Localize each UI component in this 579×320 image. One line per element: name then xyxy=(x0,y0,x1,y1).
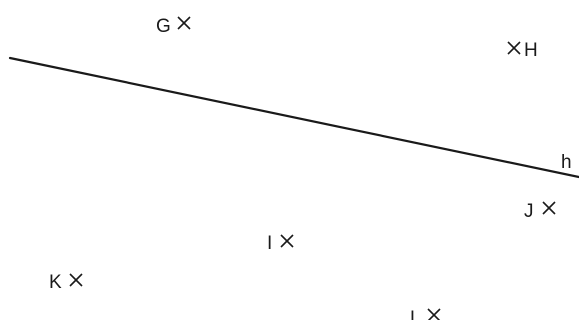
point-l-cross-icon xyxy=(427,308,441,320)
point-l-label: L xyxy=(410,308,421,320)
point-k: K xyxy=(49,272,83,293)
point-j-label: J xyxy=(524,201,534,222)
line-h-label: h xyxy=(561,152,572,173)
point-i-label: I xyxy=(267,233,272,254)
point-g-label: G xyxy=(156,16,171,37)
point-g: G xyxy=(156,16,191,37)
point-i: I xyxy=(267,233,294,254)
point-j: J xyxy=(524,201,556,222)
point-j-cross-icon xyxy=(542,201,556,215)
point-g-cross-icon xyxy=(177,16,191,30)
line-h xyxy=(8,56,579,179)
point-k-label: K xyxy=(49,272,62,293)
point-h: H xyxy=(507,40,538,61)
point-i-cross-icon xyxy=(280,234,294,248)
point-h-cross-icon xyxy=(507,41,521,55)
point-h-label: H xyxy=(524,40,538,61)
point-l: L xyxy=(410,308,441,320)
point-k-cross-icon xyxy=(69,273,83,287)
